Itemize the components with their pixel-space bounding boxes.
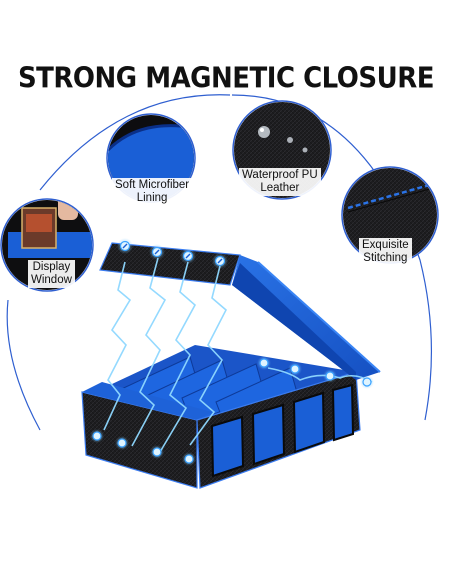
card-box	[81, 242, 381, 489]
magnet-icon	[149, 244, 165, 260]
magnet-icon	[212, 253, 228, 269]
callout-window	[0, 198, 94, 292]
display-windows	[210, 383, 355, 478]
magnet-icon	[150, 445, 164, 459]
magnet-icon	[117, 238, 133, 254]
lightning-effects	[103, 257, 373, 453]
label-microfiber: Soft Microfiber Lining	[112, 178, 193, 206]
lid-inner-lining	[232, 255, 380, 380]
callout-arc-bottom-left	[6, 299, 41, 431]
label-window: Display Window	[28, 260, 75, 288]
magnet-icon	[90, 429, 104, 443]
magnet-icon	[323, 369, 337, 383]
magnet-icon	[180, 248, 196, 264]
page-title: STRONG MAGNETIC CLOSURE	[17, 62, 435, 96]
magnet-icons	[90, 238, 374, 466]
magnet-icon	[360, 375, 374, 389]
magnet-icon	[288, 362, 302, 376]
label-stitching: Exquisite Stitching	[359, 238, 412, 266]
callout-arc-left	[39, 94, 231, 191]
label-leather: Waterproof PU Leather	[239, 168, 321, 196]
magnet-icon	[257, 356, 271, 370]
lid-outer	[99, 242, 241, 286]
magnet-icon	[115, 436, 129, 450]
water-droplets	[258, 126, 308, 153]
magnet-icon	[182, 452, 196, 466]
